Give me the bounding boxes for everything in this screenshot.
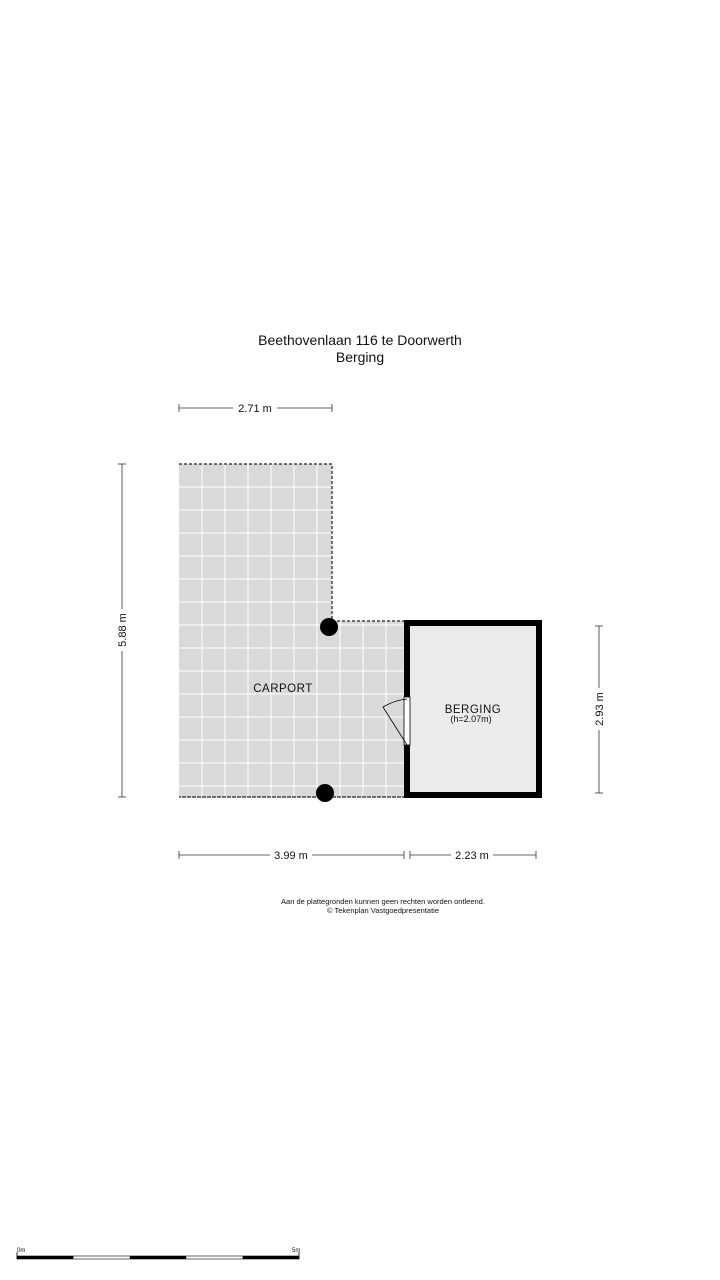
berging-room: BERGING (h=2.07m) xyxy=(382,620,542,798)
dimension-bottom: 3.99 m 2.23 m xyxy=(178,850,537,862)
carport-column-top xyxy=(320,618,338,636)
carport-tile-grid xyxy=(179,464,406,797)
carport-area: CARPORT xyxy=(179,463,406,802)
disclaimer-text: Aan de plattegronden kunnen geen rechten… xyxy=(281,897,485,906)
berging-label: BERGING xyxy=(445,704,502,716)
carport-column-bottom xyxy=(316,784,334,802)
berging-height: (h=2.07m) xyxy=(450,714,491,724)
dimension-bottom-left-label: 3.99 m xyxy=(274,850,308,862)
scale-bar-start-label: 0m xyxy=(17,1248,25,1254)
door-swing xyxy=(382,698,408,746)
dimension-bottom-right-label: 2.23 m xyxy=(455,850,489,862)
plan-title: Beethovenlaan 116 te Doorwerth xyxy=(258,332,462,348)
dimension-right: 2.93 m xyxy=(594,625,606,794)
berging-floor xyxy=(409,625,537,793)
carport-label: CARPORT xyxy=(253,683,313,695)
dimension-top-label: 2.71 m xyxy=(238,403,272,415)
floor-title: Berging xyxy=(335,349,385,365)
dimension-left: 5.88 m xyxy=(117,463,129,798)
copyright-text: © Tekenplan Vastgoedpresentatie xyxy=(327,906,439,915)
dimension-right-label: 2.93 m xyxy=(594,692,606,726)
dimension-top: 2.71 m xyxy=(178,403,333,415)
scale-bar-end-label: 5m xyxy=(292,1248,300,1254)
dimension-left-label: 5.88 m xyxy=(117,613,129,647)
door-frame xyxy=(403,696,411,746)
carport-floor xyxy=(179,464,406,797)
scale-bar: 0m 5m xyxy=(16,1248,300,1260)
